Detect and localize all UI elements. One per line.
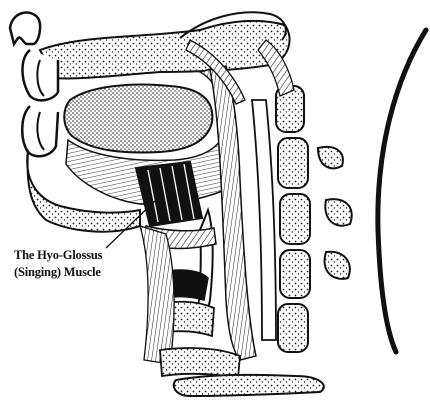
sternum [174,375,324,396]
trachea [160,348,240,378]
tongue [64,85,212,153]
muscle-label-line-2: (Singing) Muscle [14,264,101,280]
spinous-processes [318,147,352,279]
pharynx-muscles [210,66,256,360]
nose-outline [10,13,40,44]
vertebral-column [276,86,310,352]
neck-front-muscles [140,226,174,364]
muscle-label-line-1: The Hyo-Glossus [14,247,102,263]
palate-bone [40,21,290,79]
spinal-cord [252,100,276,340]
neck-back-contour [378,30,426,352]
